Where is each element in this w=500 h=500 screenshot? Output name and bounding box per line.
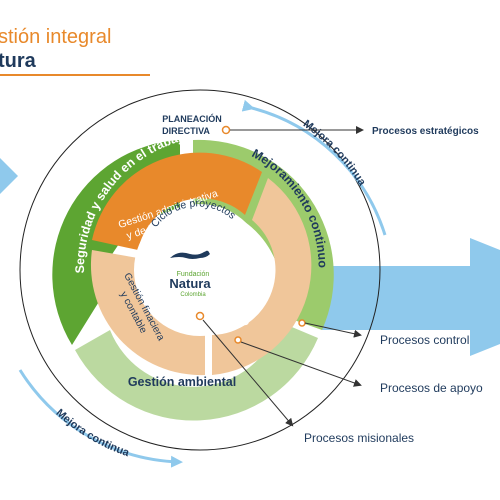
logo-colombia: Colombia — [180, 292, 206, 298]
callout-control: Procesos control — [380, 333, 469, 347]
header-title-line1: stión integral — [0, 26, 111, 48]
top-node-line2: DIRECTIVA — [162, 126, 210, 136]
left-blue-arrow-icon — [0, 158, 18, 194]
top-node-line1: PLANEACIÓN — [162, 113, 222, 124]
missional-node — [195, 311, 205, 321]
cycle-label-top: Mejora continua — [301, 118, 368, 189]
strategic-node — [221, 125, 231, 135]
header-underline — [0, 74, 150, 76]
support-connector — [240, 341, 362, 387]
control-node — [298, 319, 306, 327]
right-blue-arrow-icon — [322, 238, 500, 356]
callout-strategic: Procesos estratégicos — [372, 126, 479, 137]
logo-fundacion: Fundación — [177, 271, 210, 278]
support-node — [234, 336, 242, 344]
logo-natura: Natura — [169, 276, 211, 291]
header-title-line2: tura — [0, 50, 37, 72]
segment-communications — [212, 178, 312, 375]
bottom-cycle-arrow — [18, 369, 183, 468]
lizard-logo-icon — [170, 250, 210, 259]
segment-finance — [90, 250, 205, 376]
label-environment: Gestión ambiental — [128, 375, 236, 389]
outer-circle — [19, 89, 381, 451]
callout-support: Procesos de apoyo — [380, 381, 483, 395]
center-circle — [134, 204, 266, 336]
control-connector — [304, 322, 362, 338]
segment-environment — [75, 322, 318, 421]
top-cycle-arrow — [241, 99, 387, 236]
missional-connector — [202, 319, 294, 427]
callout-missional: Procesos misionales — [304, 431, 414, 445]
segment-admin — [92, 152, 262, 250]
